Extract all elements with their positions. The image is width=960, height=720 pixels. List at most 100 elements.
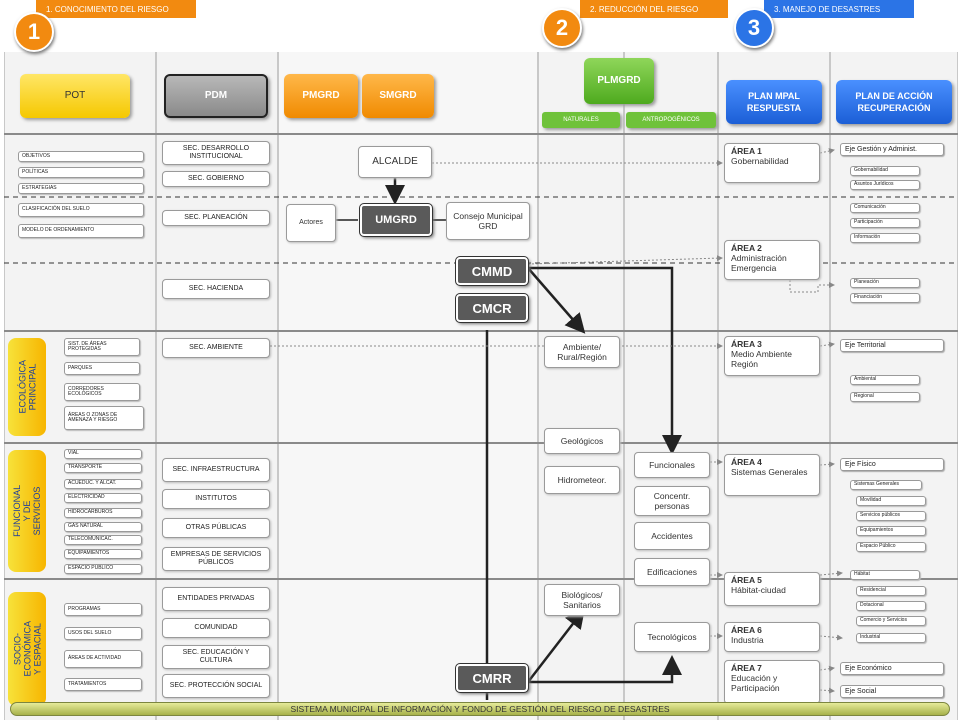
recovery-item[interactable]: Asuntos Jurídicos [850,180,920,190]
recovery-item[interactable]: Regional [850,392,920,402]
phase-badge-3[interactable]: 3 [734,8,774,48]
socio-item[interactable]: USOS DEL SUELO [64,627,142,640]
pdm-item[interactable]: SEC. INFRAESTRUCTURA [162,458,270,482]
naturales-header[interactable]: NATURALES [542,112,620,128]
pdm-item[interactable]: EMPRESAS DE SERVICIOS PÚBLICOS [162,547,270,571]
pdm-item[interactable]: SEC. GOBIERNO [162,171,270,187]
eje-gestion[interactable]: Eje Gestión y Administ. [840,143,944,156]
pdm-item[interactable]: SEC. PROTECCIÓN SOCIAL [162,674,270,698]
recovery-item[interactable]: Sistemas Generales [850,480,922,490]
socio-item[interactable]: PROGRAMAS [64,603,142,616]
antropo-item[interactable]: Edificaciones [634,558,710,586]
recovery-item[interactable]: Espacio Público [856,542,926,552]
funcional-item[interactable]: GAS NATURAL [64,522,142,532]
recovery-item[interactable]: Información [850,233,920,243]
pdm-item[interactable]: ENTIDADES PRIVADAS [162,587,270,611]
recovery-item[interactable]: Equipamientos [856,526,926,536]
pdm-header[interactable]: PDM [164,74,268,118]
pot-item[interactable]: MODELO DE ORDENAMIENTO [18,224,144,238]
actores-node[interactable]: Actores [286,204,336,242]
pdm-item[interactable]: SEC. AMBIENTE [162,338,270,358]
section-ecologica-label: ECOLÓGICA PRINCIPAL [8,338,46,436]
naturales-item[interactable]: Biológicos/ Sanitarios [544,584,620,616]
cmmd-node[interactable]: CMMD [455,256,529,286]
alcalde-node[interactable]: ALCALDE [358,146,432,178]
socio-item[interactable]: TRATAMIENTOS [64,678,142,691]
ecologica-item[interactable]: ÁREAS O ZONAS DE AMENAZA Y RIESGO [64,406,144,430]
umgrd-node[interactable]: UMGRD [359,203,433,237]
recovery-item[interactable]: Comercio y Servicios [856,616,926,626]
antropo-item[interactable]: Tecnológicos [634,622,710,652]
pdm-item[interactable]: INSTITUTOS [162,489,270,509]
recovery-item[interactable]: Participación [850,218,920,228]
phase-badge-1[interactable]: 1 [14,12,54,52]
recovery-item[interactable]: Hábitat [850,570,920,580]
plan-recuperacion-header[interactable]: PLAN DE ACCIÓN RECUPERACIÓN [836,80,952,124]
funcional-item[interactable]: EQUIPAMIENTOS [64,549,142,559]
pdm-item[interactable]: SEC. DESARROLLO INSTITUCIONAL [162,141,270,165]
recovery-item[interactable]: Servicios públicos [856,511,926,521]
plan-respuesta-header[interactable]: PLAN MPAL RESPUESTA [726,80,822,124]
ecologica-item[interactable]: SIST. DE ÁREAS PROTEGIDAS [64,338,140,356]
funcional-item[interactable]: TRANSPORTE [64,463,142,473]
funcional-item[interactable]: VIAL [64,449,142,459]
recovery-item[interactable]: Comunicación [850,203,920,213]
recovery-item[interactable]: Industrial [856,633,926,643]
antropo-item[interactable]: Accidentes [634,522,710,550]
eje-fisico[interactable]: Eje Físico [840,458,944,471]
ecologica-item[interactable]: CORREDORES ECOLÓGICOS [64,383,140,401]
phase-badge-2[interactable]: 2 [542,8,582,48]
pot-item[interactable]: OBJETIVOS [18,151,144,162]
pot-item[interactable]: ESTRATEGIAS [18,183,144,194]
pot-item[interactable]: POLÍTICAS [18,167,144,178]
eje-social[interactable]: Eje Social [840,685,944,698]
antropo-item[interactable]: Funcionales [634,452,710,478]
phase-tab-3[interactable]: 3. MANEJO DE DESASTRES [764,0,914,18]
funcional-item[interactable]: ELECTRICIDAD [64,493,142,503]
pdm-item[interactable]: COMUNIDAD [162,618,270,638]
pot-header[interactable]: POT [20,74,130,118]
phase-tab-2[interactable]: 2. REDUCCIÓN DEL RIESGO [580,0,728,18]
eje-territorial[interactable]: Eje Territorial [840,339,944,352]
pdm-item[interactable]: SEC. HACIENDA [162,279,270,299]
plmgrd-header[interactable]: PLMGRD [584,58,654,104]
recovery-item[interactable]: Planeación [850,278,920,288]
recovery-item[interactable]: Gobernabilidad [850,166,920,176]
antropo-item[interactable]: Concentr. personas [634,486,710,516]
pdm-item[interactable]: SEC. PLANEACIÓN [162,210,270,226]
pdm-item[interactable]: OTRAS PÚBLICAS [162,518,270,538]
phase-tab-label: 2. REDUCCIÓN DEL RIESGO [590,4,699,14]
consejo-node[interactable]: Consejo Municipal GRD [446,202,530,240]
naturales-item[interactable]: Hidrometeor. [544,466,620,494]
funcional-item[interactable]: ESPACIO PÚBLICO [64,564,142,574]
recovery-item[interactable]: Residencial [856,586,926,596]
pot-item[interactable]: CLASIFICACIÓN DEL SUELO [18,203,144,217]
eje-economico[interactable]: Eje Económico [840,662,944,675]
recovery-item[interactable]: Ambiental [850,375,920,385]
pmgrd-header[interactable]: PMGRD [284,74,358,118]
recovery-item[interactable]: Movilidad [856,496,926,506]
cmrr-node[interactable]: CMRR [455,663,529,693]
recovery-item[interactable]: Dotacional [856,601,926,611]
cmcr-node[interactable]: CMCR [455,293,529,323]
separator [4,133,958,135]
funcional-item[interactable]: ACUEDUC. Y ALCAT. [64,479,142,489]
phase-tab-1[interactable]: 1. CONOCIMIENTO DEL RIESGO [36,0,196,18]
ecologica-item[interactable]: PARQUES [64,362,140,375]
smgrd-header[interactable]: SMGRD [362,74,434,118]
funcional-item[interactable]: TELECOMUNICAC. [64,535,142,545]
naturales-item[interactable]: Ambiente/ Rural/Región [544,336,620,368]
antropogenicos-header[interactable]: ANTROPOGÉNICOS [626,112,716,128]
socio-item[interactable]: ÁREAS DE ACTIVIDAD [64,650,142,668]
recovery-item[interactable]: Financiación [850,293,920,303]
funcional-item[interactable]: HIDROCARBUROS [64,508,142,518]
pdm-item[interactable]: SEC. EDUCACIÓN Y CULTURA [162,645,270,669]
naturales-item[interactable]: Geológicos [544,428,620,454]
